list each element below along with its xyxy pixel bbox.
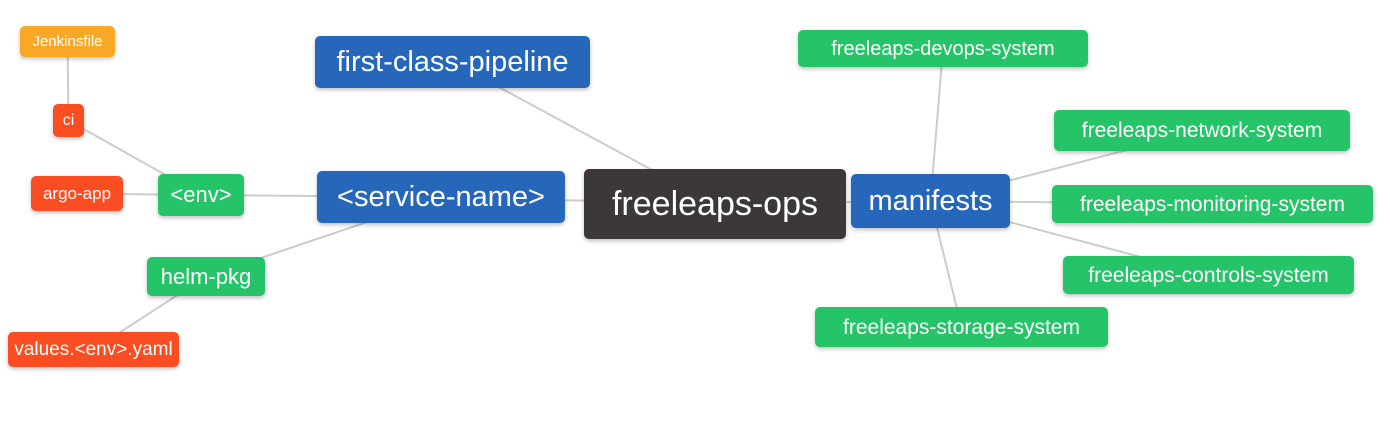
node-manifests[interactable]: manifests [851,174,1010,228]
node-first-class-pipeline[interactable]: first-class-pipeline [315,36,590,88]
node-env[interactable]: <env> [158,174,244,216]
node-helm-pkg[interactable]: helm-pkg [147,257,265,296]
node-jenkinsfile[interactable]: Jenkinsfile [20,26,115,57]
node-service-name[interactable]: <service-name> [317,171,565,223]
node-ci[interactable]: ci [53,104,84,137]
node-freeleaps-devops-system[interactable]: freeleaps-devops-system [798,30,1088,67]
node-freeleaps-ops[interactable]: freeleaps-ops [584,169,846,239]
node-argo-app[interactable]: argo-app [31,176,123,211]
node-freeleaps-network-system[interactable]: freeleaps-network-system [1054,110,1350,151]
node-freeleaps-monitoring-system[interactable]: freeleaps-monitoring-system [1052,185,1373,223]
node-freeleaps-controls-system[interactable]: freeleaps-controls-system [1063,256,1354,294]
node-values-env-yaml[interactable]: values.<env>.yaml [8,332,179,367]
node-freeleaps-storage-system[interactable]: freeleaps-storage-system [815,307,1108,347]
